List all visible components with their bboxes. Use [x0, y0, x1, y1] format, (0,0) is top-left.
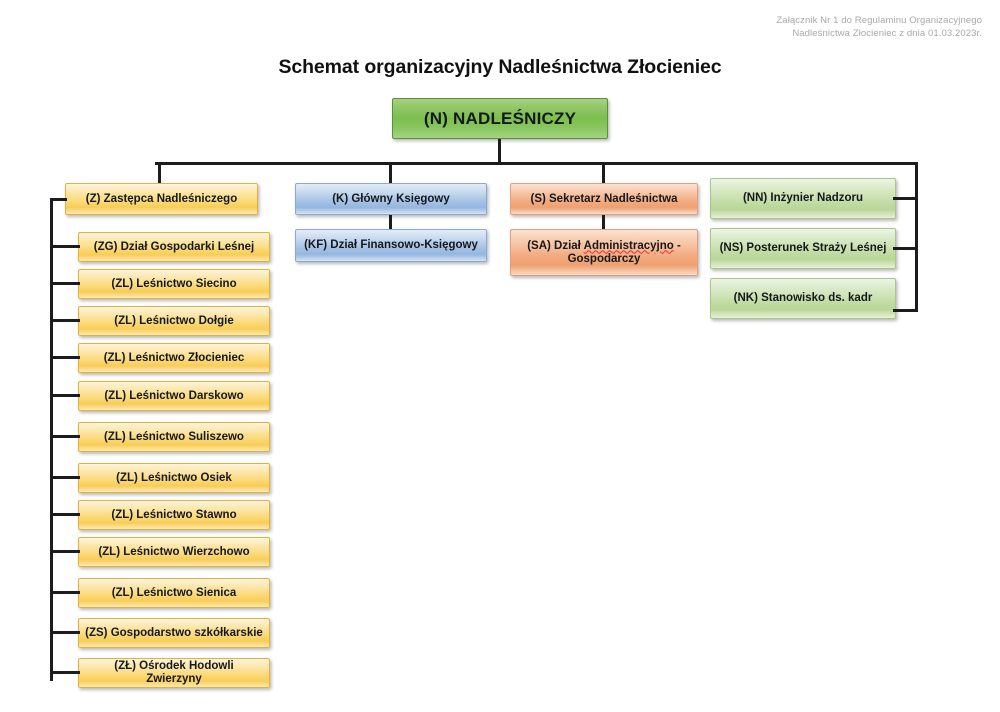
node-lesnictwo-siecino[interactable]: (ZL) Leśnictwo Siecino	[78, 269, 270, 299]
node-sekretarz-nadlesnictwa[interactable]: (S) Sekretarz Nadleśnictwa	[510, 183, 698, 215]
connector-gold-stub-head	[50, 198, 67, 201]
connector-gold-stub-4	[50, 356, 80, 359]
connector-gold-stub-11	[50, 631, 80, 634]
node-dzial-gospodarki-lesnej[interactable]: (ZG) Dział Gospodarki Leśnej	[78, 232, 270, 262]
connector-orange-vertical	[602, 215, 605, 230]
document-note: Załącznik Nr 1 do Regulaminu Organizacyj…	[776, 14, 982, 40]
connector-gold-stub-6	[50, 435, 80, 438]
label-suffix: -	[673, 239, 681, 252]
node-glowny-ksiegowy[interactable]: (K) Główny Księgowy	[295, 183, 487, 215]
node-stanowisko-ds-kadr[interactable]: (NK) Stanowisko ds. kadr	[710, 278, 896, 319]
page-title: Schemat organizacyjny Nadleśnictwa Złoci…	[278, 56, 722, 78]
label-spellchecked-word: Administracyjno	[583, 239, 674, 252]
node-lesnictwo-wierzchowo[interactable]: (ZL) Leśnictwo Wierzchowo	[78, 537, 270, 567]
connector-green-trunk	[915, 162, 918, 312]
node-lesnictwo-osiek[interactable]: (ZL) Leśnictwo Osiek	[78, 463, 270, 493]
connector-blue-vertical	[389, 215, 392, 230]
connector-drop-deputy	[158, 162, 161, 184]
connector-drop-accounting	[389, 162, 392, 184]
label-prefix: (SA) Dział	[527, 239, 584, 252]
connector-gold-trunk	[50, 198, 53, 681]
connector-gold-stub-8	[50, 513, 80, 516]
node-lesnictwo-zlocieniec[interactable]: (ZL) Leśnictwo Złocieniec	[78, 343, 270, 373]
connector-gold-stub-9	[50, 550, 80, 553]
node-lesnictwo-darskowo[interactable]: (ZL) Leśnictwo Darskowo	[78, 381, 270, 411]
node-lesnictwo-dolgie[interactable]: (ZL) Leśnictwo Dołgie	[78, 306, 270, 336]
node-label-wrapper: (SA) Dział Administracyjno - Gospodarczy	[527, 240, 681, 266]
node-posterunek-strazy-lesnej[interactable]: (NS) Posterunek Straży Leśnej	[710, 228, 896, 269]
node-lesnictwo-stawno[interactable]: (ZL) Leśnictwo Stawno	[78, 500, 270, 530]
document-note-line2: Nadleśnictwa Złocieniec z dnia 01.03.202…	[792, 28, 982, 39]
connector-gold-stub-3	[50, 319, 80, 322]
document-note-line1: Załącznik Nr 1 do Regulaminu Organizacyj…	[776, 15, 982, 26]
node-gospodarstwo-szkolkarskie[interactable]: (ZS) Gospodarstwo szkółkarskie	[78, 618, 270, 648]
connector-gold-stub-5	[50, 394, 80, 397]
node-dzial-administracyjno-gospodarczy[interactable]: (SA) Dział Administracyjno - Gospodarczy	[510, 229, 698, 276]
node-inzynier-nadzoru[interactable]: (NN) Inżynier Nadzoru	[710, 178, 896, 219]
connector-gold-stub-1	[50, 245, 80, 248]
connector-green-stub-3	[893, 309, 918, 312]
connector-green-stub-1	[893, 197, 918, 200]
connector-gold-stub-10	[50, 591, 80, 594]
node-zastepca-nadlesniczego[interactable]: (Z) Zastępca Nadleśniczego	[65, 183, 258, 215]
connector-drop-secretary	[602, 162, 605, 184]
node-dzial-finansowo-ksiegowy[interactable]: (KF) Dział Finansowo-Księgowy	[295, 229, 487, 262]
node-osrodek-hodowli-zwierzyny[interactable]: (ZŁ) Ośrodek Hodowli Zwierzyny	[78, 658, 270, 688]
connector-green-stub-2	[893, 247, 918, 250]
connector-root-stem	[498, 139, 501, 164]
node-lesnictwo-suliszewo[interactable]: (ZL) Leśnictwo Suliszewo	[78, 422, 270, 452]
node-lesnictwo-sienica[interactable]: (ZL) Leśnictwo Sienica	[78, 578, 270, 608]
connector-main-horizontal	[155, 162, 918, 165]
connector-gold-stub-7	[50, 476, 80, 479]
label-line2: Gospodarczy	[567, 252, 641, 265]
connector-gold-stub-12	[50, 671, 80, 674]
connector-gold-stub-2	[50, 282, 80, 285]
node-nadlesniczy[interactable]: (N) NADLEŚNICZY	[392, 98, 608, 139]
